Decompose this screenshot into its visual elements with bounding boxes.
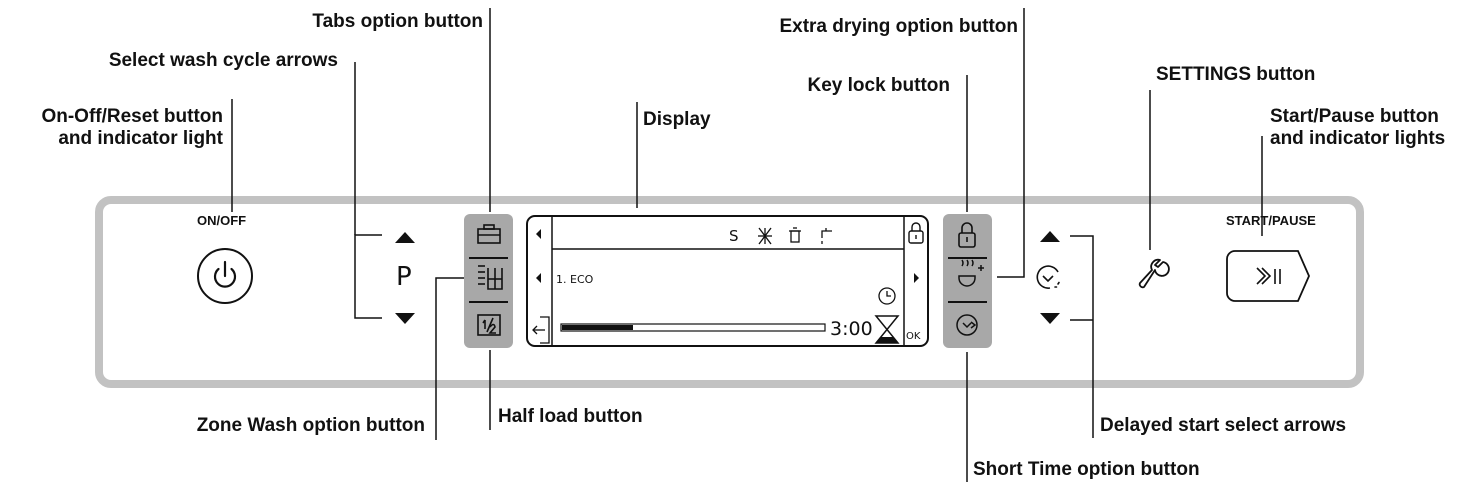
on-off-label: ON/OFF bbox=[197, 213, 247, 228]
label-half-load: Half load button bbox=[498, 406, 643, 427]
ok-label: OK bbox=[906, 331, 921, 342]
display-screen bbox=[526, 215, 929, 347]
panel-outline bbox=[95, 196, 1364, 388]
program-letter: P bbox=[396, 262, 412, 292]
right-option-bar bbox=[943, 214, 992, 348]
label-zone-wash: Zone Wash option button bbox=[196, 415, 425, 436]
power-button bbox=[197, 248, 253, 304]
remaining-time: 3:00 bbox=[830, 318, 873, 340]
label-on-off-reset-1: On-Off/Reset button bbox=[41, 106, 223, 127]
delay-down-arrow bbox=[1040, 313, 1060, 324]
status-icons bbox=[758, 227, 832, 245]
label-display: Display bbox=[643, 109, 711, 130]
short-time-icon bbox=[956, 314, 978, 336]
exit-icon bbox=[532, 316, 550, 344]
leader-lines bbox=[231, 8, 1263, 482]
label-tabs-option: Tabs option button bbox=[312, 11, 483, 32]
label-delayed-start: Delayed start select arrows bbox=[1100, 415, 1347, 436]
label-start-pause-2: and indicator lights bbox=[1270, 128, 1446, 149]
label-key-lock: Key lock button bbox=[807, 75, 950, 96]
half-load-icon bbox=[477, 314, 501, 336]
wrench-icon bbox=[1138, 258, 1170, 289]
clock-small-icon bbox=[878, 287, 896, 305]
status-s: S bbox=[729, 227, 739, 245]
progress-track bbox=[560, 323, 826, 332]
padlock-small-icon bbox=[908, 222, 924, 244]
program-name: 1. ECO bbox=[556, 273, 594, 286]
progress-fill bbox=[562, 325, 633, 330]
label-select-wash-cycle: Select wash cycle arrows bbox=[108, 50, 338, 71]
padlock-icon bbox=[958, 222, 976, 248]
label-short-time: Short Time option button bbox=[973, 459, 1200, 480]
label-extra-drying: Extra drying option button bbox=[779, 16, 1018, 37]
program-up-arrow bbox=[395, 232, 415, 243]
delay-up-arrow bbox=[1040, 231, 1060, 242]
tabs-icon bbox=[477, 224, 501, 244]
hourglass-icon bbox=[874, 315, 900, 344]
label-settings: SETTINGS button bbox=[1156, 64, 1316, 85]
play-pause-icon bbox=[1256, 267, 1281, 285]
start-pause-label: START/PAUSE bbox=[1226, 213, 1316, 228]
extra-drying-icon bbox=[958, 259, 984, 287]
label-on-off-reset-2: and indicator light bbox=[58, 128, 223, 149]
clock-delay-icon bbox=[1036, 265, 1060, 289]
program-down-arrow bbox=[395, 313, 415, 324]
label-start-pause-1: Start/Pause button bbox=[1270, 106, 1439, 127]
zone-wash-icon bbox=[478, 265, 503, 290]
start-pause-button bbox=[1226, 250, 1310, 302]
power-icon bbox=[213, 260, 237, 288]
